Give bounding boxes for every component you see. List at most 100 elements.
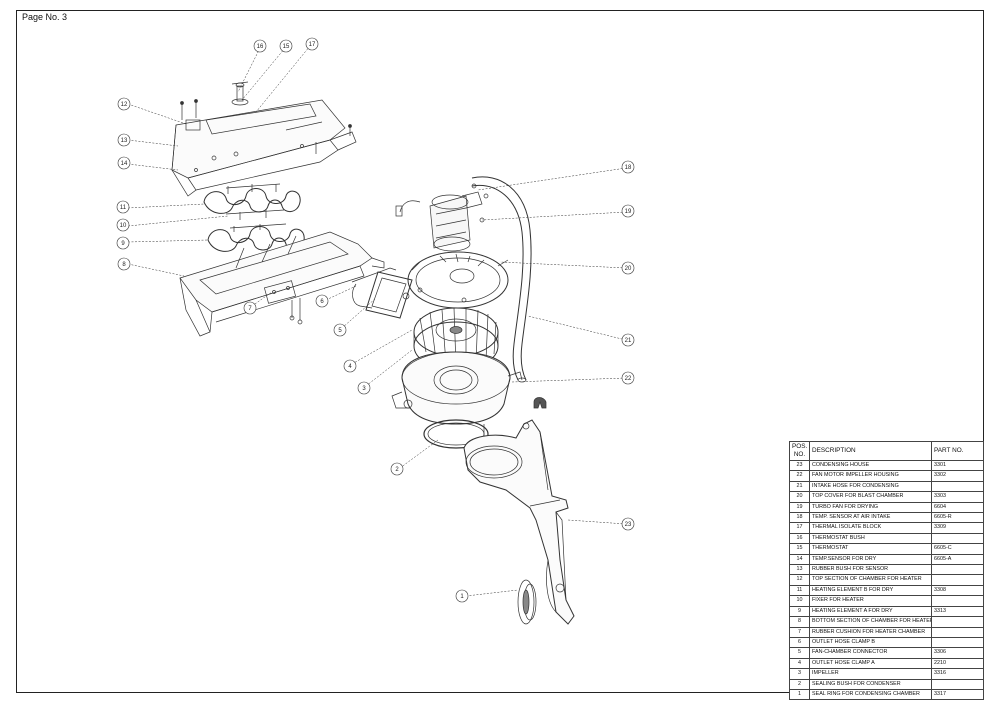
balloon-label: 2 [395,467,399,473]
part-no-cell [931,595,984,607]
part-no-cell: 6604 [931,501,984,514]
description-cell: RUBBER CUSHION FOR HEATER CHAMBER [809,626,932,638]
description-cell: SEAL RING FOR CONDENSING CHAMBER [809,688,932,701]
table-header-row: POS.NO. DESCRIPTION PART NO. [789,441,984,461]
heating-element-b [203,183,301,220]
balloon-label: 15 [283,44,290,50]
part-no-cell [931,574,984,586]
description-cell: HEATING ELEMENT A FOR DRY [809,605,932,618]
part-no-cell: 3306 [931,647,984,659]
thermostat-assembly [231,81,249,106]
description-cell: OUTLET HOSE CLAMP B [809,636,932,649]
part-no-cell [931,532,984,545]
pos-cell: 17 [789,522,810,534]
pos-cell: 7 [789,626,810,638]
item-balloon-labels: 16 15 17 12 13 14 11 10 9 8 7 6 5 4 3 18… [120,42,632,600]
description-cell: TEMP.SENSOR FOR DRY [809,553,932,566]
page-number: Page No. 3 [22,12,68,22]
description-cell: FIXER FOR HEATER [809,595,932,607]
description-cell: IMPELLER [809,668,932,680]
seal-ring [423,419,489,449]
balloon-label: 6 [320,299,324,305]
balloon-label: 12 [121,102,128,108]
part-no-cell [931,564,984,576]
bottom-section-chamber-heater [179,231,385,337]
pos-cell: 4 [789,657,810,670]
description-cell: TURBO FAN FOR DRYING [809,501,932,514]
pos-cell: 1 [789,688,810,701]
pos-cell: 16 [789,532,810,545]
description-cell: THERMOSTAT BUSH [809,532,932,545]
pos-cell: 5 [789,647,810,659]
pos-cell: 23 [789,459,810,472]
leader-lines [127,45,627,597]
pos-cell: 18 [789,512,810,524]
top-section-chamber-heater [171,99,357,197]
part-no-cell: 3316 [931,668,984,680]
description-cell: HEATING ELEMENT B FOR DRY [809,584,932,597]
balloon-label: 20 [625,266,632,272]
balloon-label: 22 [625,376,632,382]
balloon-label: 5 [338,328,342,334]
pos-cell: 11 [789,584,810,597]
balloon-label: 8 [122,262,126,268]
turbo-fan-motor [395,183,489,252]
part-no-cell: 3301 [931,459,984,472]
pos-cell: 22 [789,470,810,482]
description-cell: CONDENSING HOUSE [809,459,932,472]
fan-motor-impeller-housing [391,351,523,443]
pos-cell: 20 [789,491,810,503]
pos-cell: 3 [789,668,810,680]
part-no-cell [931,678,984,690]
balloon-label: 18 [625,165,632,171]
pos-cell: 12 [789,574,810,586]
part-no-cell [931,626,984,638]
outlet-hose-clamps [517,397,547,625]
pos-cell: 8 [789,616,810,628]
pos-cell: 10 [789,595,810,607]
part-no-cell: 3302 [931,470,984,482]
pos-cell: 21 [789,480,810,493]
description-cell: TOP COVER FOR BLAST CHAMBER [809,491,932,503]
part-no-cell: 3313 [931,605,984,618]
part-no-cell: 3303 [931,491,984,503]
description-cell: RUBBER BUSH FOR SENSOR [809,564,932,576]
balloon-label: 10 [120,223,127,229]
pos-cell: 19 [789,501,810,514]
description-cell: OUTLET HOSE CLAMP A [809,657,932,670]
header-description: DESCRIPTION [809,441,932,461]
balloon-label: 4 [348,364,352,370]
description-cell: THERMAL ISOLATE BLOCK [809,522,932,534]
description-cell: INTAKE HOSE FOR CONDENSING [809,480,932,493]
balloon-label: 21 [625,338,632,344]
part-no-cell [931,616,984,628]
part-no-cell: 2210 [931,657,984,670]
balloon-label: 17 [309,42,316,48]
balloon-label: 14 [121,161,128,167]
description-cell: SEALING BUSH FOR CONDENSER [809,678,932,690]
condensing-house [463,419,575,625]
balloon-label: 1 [460,594,464,600]
part-no-cell: 3317 [931,688,984,701]
part-no-cell: 6605-R [931,512,984,524]
header-pos-line1: POS. [792,443,808,450]
intake-hose [471,176,532,383]
